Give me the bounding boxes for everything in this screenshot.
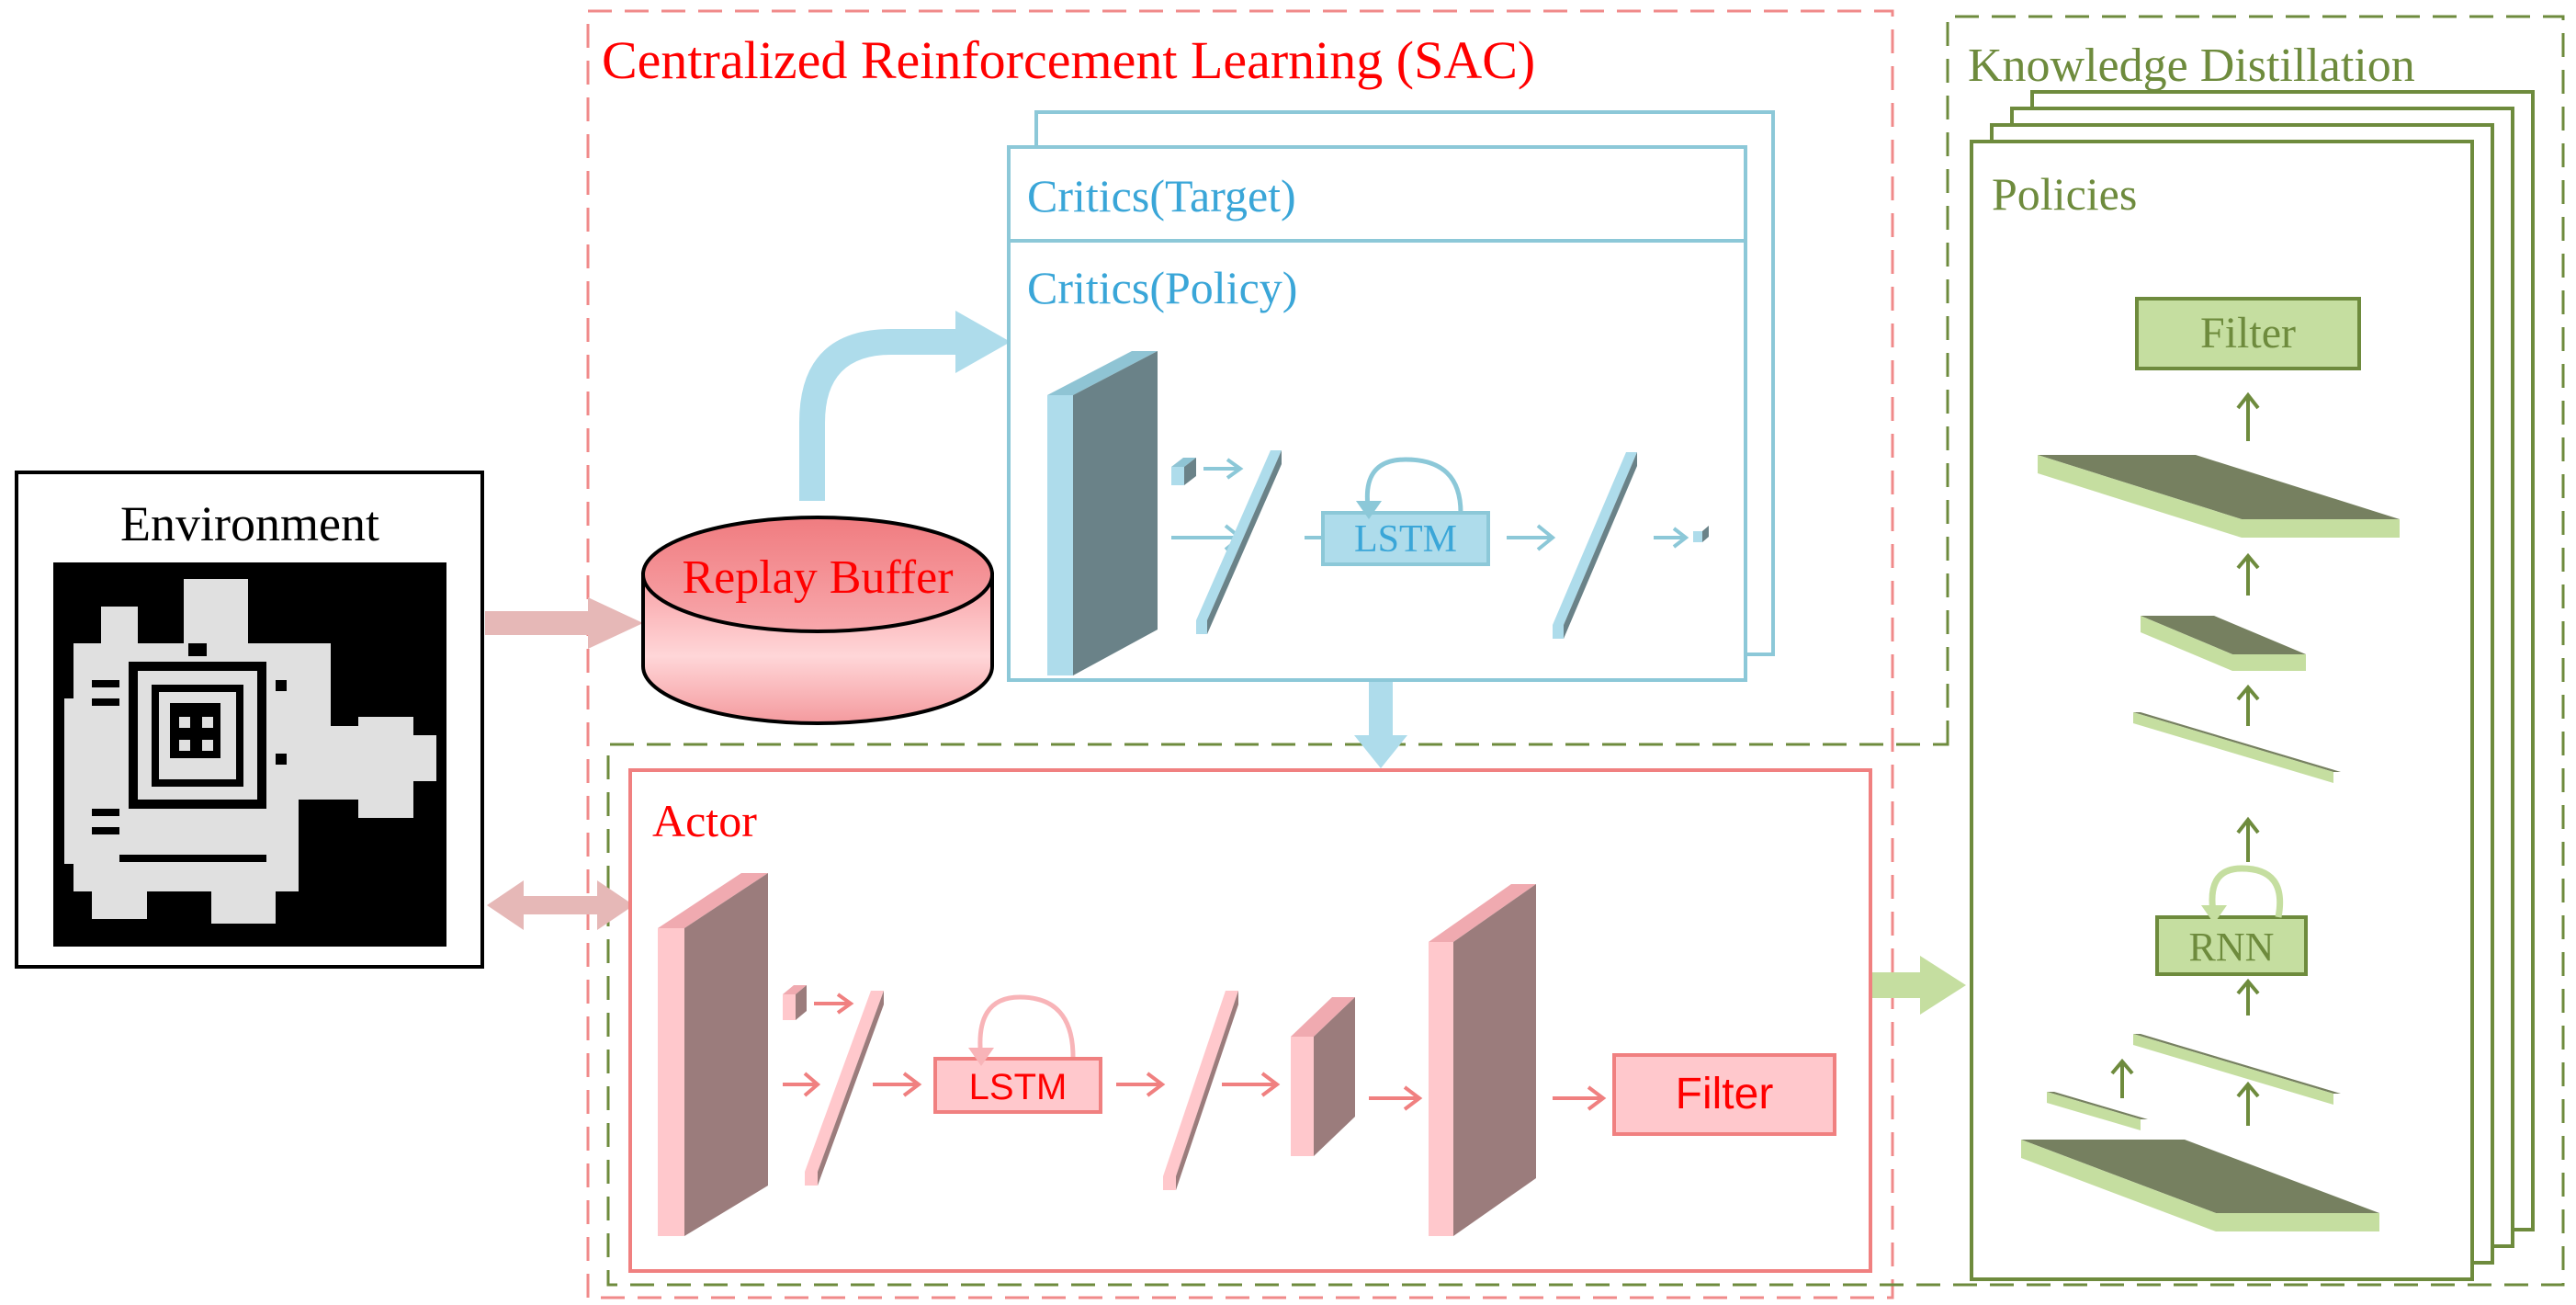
- actor-dense-layer-1: [805, 991, 884, 1186]
- actor-filter-label: Filter: [1676, 1070, 1774, 1118]
- policies-dense-bar-1: [2133, 712, 2341, 783]
- policies-top-plate: [2038, 455, 2400, 538]
- policies-rnn-label: RNN: [2189, 925, 2275, 970]
- env-to-replay-arrow: [485, 597, 643, 649]
- replay-buffer-label: Replay Buffer: [682, 551, 953, 604]
- policies-rnn-block: [2155, 865, 2308, 976]
- replay-to-critics-arrow-shape: [799, 311, 1011, 501]
- policies-small-bar: [2047, 1092, 2148, 1130]
- policies-label: Policies: [1992, 168, 2137, 220]
- replay-buffer-cylinder: [641, 516, 994, 725]
- critic-lstm-label: LSTM: [1354, 518, 1457, 561]
- actor-conv-small: [1291, 997, 1355, 1156]
- critic-small-input: [1171, 458, 1196, 485]
- environment-map-image: [53, 562, 446, 947]
- policies-mid-plate: [2141, 616, 2306, 671]
- critics-policy-label: Critics(Policy): [1027, 262, 1297, 313]
- actor-conv-large: [1429, 884, 1536, 1236]
- env-actor-double-arrow: [487, 880, 634, 930]
- environment-label: Environment: [120, 496, 379, 551]
- critics-to-actor-arrow: [1354, 682, 1407, 768]
- sac-region-border: [586, 9, 1894, 1299]
- actor-box: [628, 768, 1872, 1273]
- actor-dense-layer-2: [1163, 991, 1238, 1190]
- actor-label: Actor: [652, 795, 757, 846]
- critics-target-label: Critics(Target): [1027, 170, 1296, 221]
- sac-region-title: Centralized Reinforcement Learning (SAC): [602, 30, 1535, 90]
- critic-input-layer: [1047, 351, 1158, 675]
- actor-to-policies-arrow: [1872, 956, 1966, 1015]
- critic-dense-layer-2: [1553, 452, 1637, 639]
- critic-lstm-block: [1321, 457, 1490, 566]
- actor-lstm-label: LSTM: [969, 1067, 1068, 1107]
- policies-bottom-plate: [2021, 1140, 2379, 1231]
- policies-dense-bar-2: [2133, 1034, 2341, 1105]
- actor-lstm-block: [933, 994, 1102, 1114]
- actor-filter-block: [1612, 1053, 1836, 1136]
- actor-input-layer: [658, 873, 768, 1236]
- policies-filter-label: Filter: [2200, 309, 2296, 357]
- critic-output-node: [1693, 526, 1709, 542]
- kd-region-title: Knowledge Distillation: [1968, 40, 2415, 92]
- policies-filter-block: [2135, 297, 2361, 370]
- kd-region-border: [606, 15, 2565, 1287]
- actor-arrows: [783, 993, 1607, 1111]
- policies-arrows: [2110, 392, 2260, 1126]
- critic-dense-layer-1: [1196, 450, 1282, 634]
- actor-small-input: [783, 985, 807, 1020]
